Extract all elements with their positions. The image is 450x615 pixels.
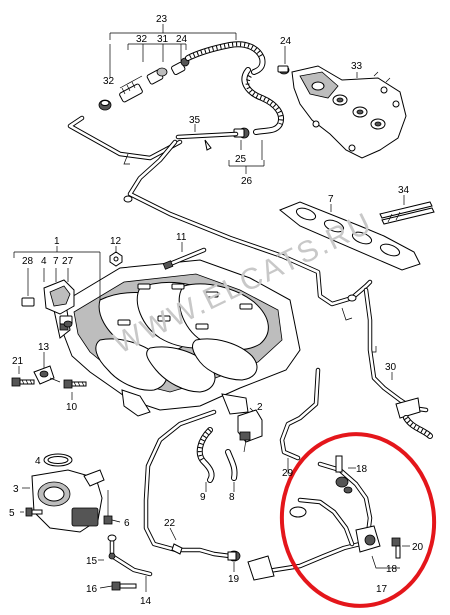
sensor-2 [237, 407, 263, 453]
callout-26: 26 [241, 176, 253, 187]
callout-32: 32 [136, 34, 148, 45]
pipe-22 [143, 409, 233, 559]
hose-9 [196, 427, 215, 492]
nut-12 [109, 246, 123, 267]
clamp-19 [227, 550, 241, 572]
bolt-5 [20, 507, 43, 517]
callout-11: 11 [176, 232, 187, 243]
clip-34 [379, 195, 435, 225]
callout-23: 23 [156, 14, 168, 25]
callout-7-left: 7 [53, 256, 59, 267]
callout-12: 12 [110, 236, 122, 247]
callout-7: 7 [328, 194, 334, 205]
throttle-body-3 [22, 469, 105, 533]
pipe-17 [247, 461, 400, 581]
callout-24-right: 24 [280, 36, 292, 47]
callout-1: 1 [54, 236, 60, 247]
callout-3: 3 [13, 484, 19, 495]
callout-33: 33 [351, 61, 363, 72]
callout-35: 35 [189, 115, 201, 126]
callout-19: 19 [228, 574, 240, 585]
callout-4-oring: 4 [35, 456, 41, 467]
callout-21: 21 [12, 356, 24, 367]
callout-2: 2 [257, 402, 263, 413]
link-15 [98, 534, 153, 577]
hose-8 [225, 449, 238, 492]
callout-10: 10 [66, 402, 78, 413]
bolt-11 [162, 242, 207, 270]
callout-16: 16 [86, 584, 98, 595]
callout-8: 8 [229, 492, 235, 503]
callout-32-left: 32 [103, 76, 115, 87]
callout-22: 22 [164, 518, 176, 529]
manifold-33 [291, 65, 407, 159]
hose-assembly-top [98, 24, 266, 111]
callout-24: 24 [176, 34, 188, 45]
callout-9: 9 [200, 492, 206, 503]
callout-18-upper: 18 [356, 464, 368, 475]
bolt-21 [11, 366, 35, 387]
callout-30: 30 [385, 362, 397, 373]
bolt-10 [63, 379, 87, 400]
sensor-13 [33, 352, 61, 385]
clip-24 [277, 46, 290, 75]
gasket-7 [279, 201, 421, 271]
callout-34: 34 [398, 185, 410, 196]
callout-5: 5 [9, 508, 15, 519]
clamp-18 [335, 455, 356, 494]
highlight-circle [279, 432, 437, 608]
hose-26 [228, 67, 284, 174]
callout-28: 28 [22, 256, 34, 267]
callout-18-lower: 18 [386, 564, 398, 575]
bolt-20 [391, 537, 410, 559]
bolt-6 [103, 490, 121, 525]
callout-25: 25 [235, 154, 247, 165]
callout-17: 17 [376, 584, 388, 595]
callout-27: 27 [62, 256, 74, 267]
callout-6: 6 [124, 518, 130, 529]
pipe-29-30 [279, 287, 433, 474]
callout-labels: 23 32 31 24 24 33 32 35 25 26 34 7 11 12… [9, 14, 424, 607]
callout-13: 13 [38, 342, 50, 353]
callout-20: 20 [412, 542, 424, 553]
callout-15: 15 [86, 556, 98, 567]
callout-31: 31 [157, 34, 169, 45]
callout-29: 29 [282, 468, 294, 479]
oring-4 [43, 453, 73, 467]
sensor-group-1 [13, 246, 101, 328]
callout-14: 14 [140, 596, 152, 607]
pipe-35 [67, 115, 373, 321]
bolt-16 [99, 576, 147, 592]
callout-4: 4 [41, 256, 47, 267]
